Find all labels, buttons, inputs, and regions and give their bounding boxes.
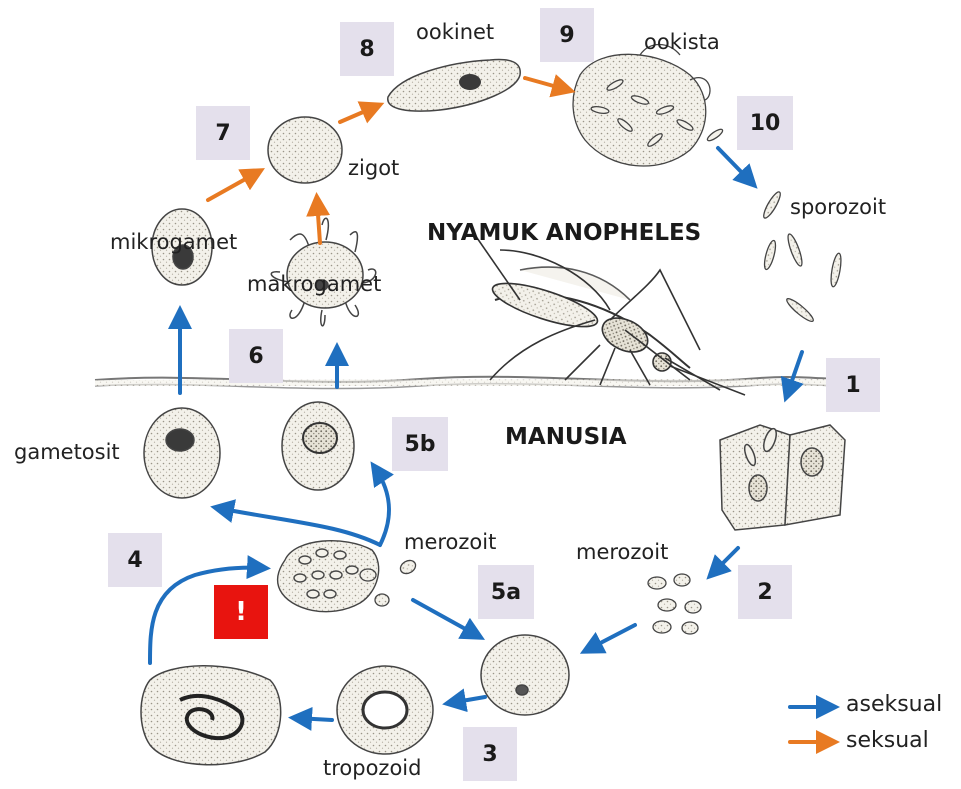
merozoit-right-cells (648, 574, 701, 634)
rbc-ring (481, 635, 569, 715)
label-gametosit: gametosit (14, 440, 120, 464)
rbc-tropozoid (337, 666, 433, 754)
human-section-title: MANUSIA (505, 424, 627, 450)
step-4-box: 4 (108, 533, 162, 587)
ookista-cell (573, 44, 724, 166)
step-10-box: 10 (737, 96, 793, 150)
label-merozoit-left: merozoit (404, 530, 496, 554)
mosquito-section-title: NYAMUK ANOPHELES (427, 220, 701, 246)
label-sporozoit: sporozoit (790, 195, 886, 219)
rbc-schizont (141, 666, 281, 765)
liver-cells (720, 425, 845, 530)
ookinet-cell (388, 60, 520, 112)
step-2-box: 2 (738, 565, 792, 619)
label-ookinet: ookinet (416, 20, 494, 44)
gametosit-5b-cell (282, 402, 354, 490)
legend-asexual-label: aseksual (846, 692, 942, 717)
label-zigot: zigot (348, 156, 399, 180)
alert-marker[interactable]: ! (214, 585, 268, 639)
label-tropozoid: tropozoid (323, 756, 421, 780)
legend-sexual-label: seksual (846, 728, 929, 753)
step-5b-box: 5b (392, 417, 448, 471)
gametosit-cell (144, 408, 220, 498)
step-8-box: 8 (340, 22, 394, 76)
label-merozoit-right: merozoit (576, 540, 668, 564)
step-9-box: 9 (540, 8, 594, 62)
step-3-box: 3 (463, 727, 517, 781)
zigot-cell (268, 117, 342, 183)
legend-arrows (790, 707, 832, 742)
label-makrogamet: makrogamet (247, 272, 381, 296)
skin-surface (95, 377, 850, 389)
step-6-box: 6 (229, 329, 283, 383)
label-ookista: ookista (644, 30, 720, 54)
step-5a-box: 5a (478, 565, 534, 619)
mosquito-illustration (475, 235, 745, 395)
label-mikrogamet: mikrogamet (110, 230, 237, 254)
step-1-box: 1 (826, 358, 880, 412)
step-7-box: 7 (196, 106, 250, 160)
